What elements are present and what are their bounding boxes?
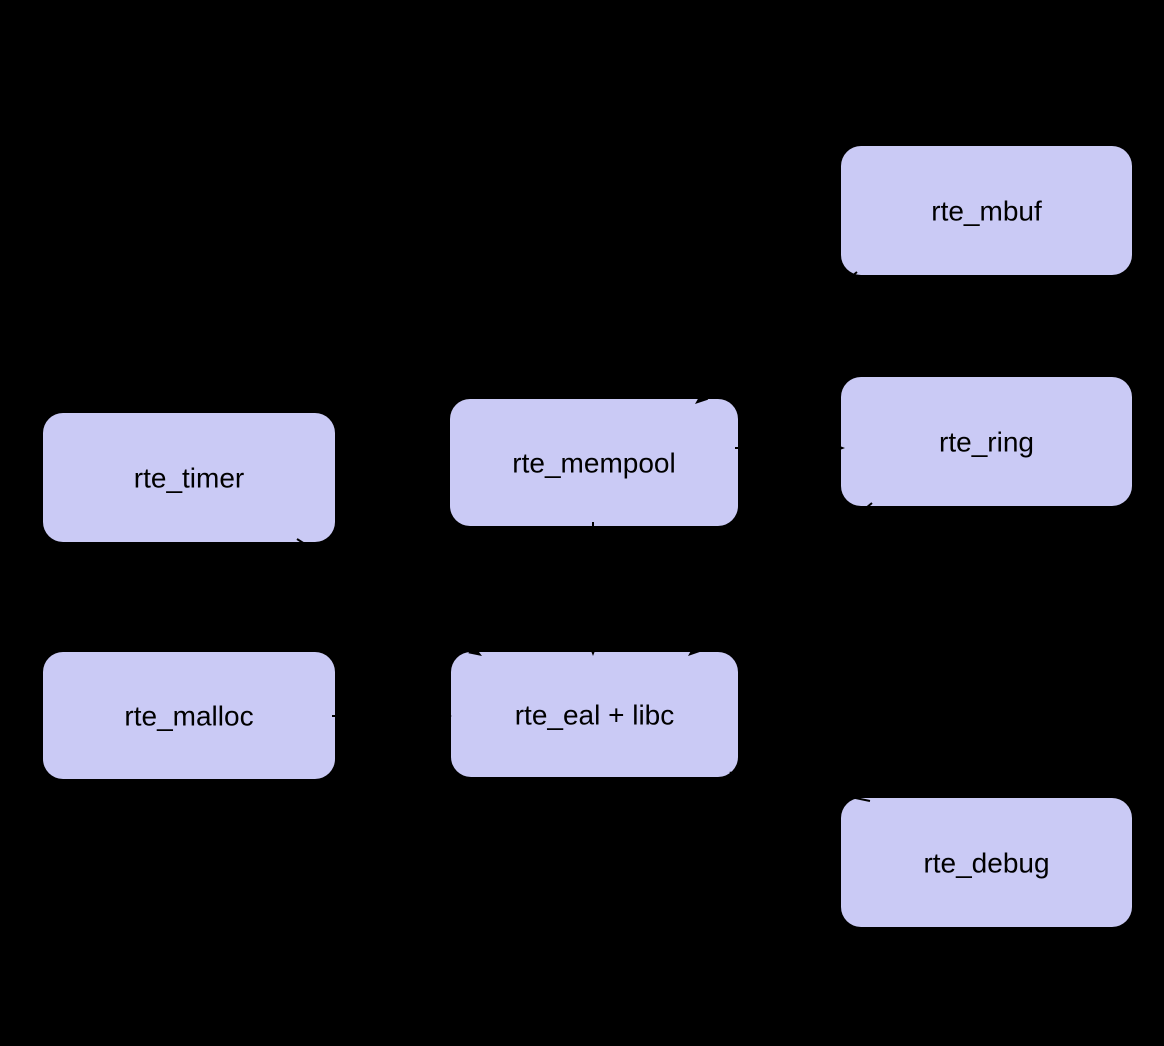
arrowhead-icon [439, 711, 452, 721]
edge-line [741, 773, 871, 802]
node-label: rte_eal + libc [515, 699, 675, 730]
node-box [841, 146, 1132, 275]
node-label: rte_mbuf [931, 195, 1042, 226]
node-box [43, 413, 335, 542]
arrowhead-icon [468, 644, 482, 656]
edge-rte_mempool-to-rte_eal [588, 522, 598, 656]
node-box [841, 377, 1132, 506]
edge-rte_debug-to-rte_eal [729, 769, 871, 802]
node-rte_mbuf: rte_mbuf [841, 146, 1132, 275]
edge-line [697, 502, 873, 649]
node-box [451, 652, 738, 777]
node-label: rte_malloc [124, 700, 253, 731]
node-label: rte_timer [134, 462, 244, 493]
arrowhead-icon [832, 443, 845, 453]
edge-rte_mempool-to-rte_ring [735, 443, 845, 453]
edge-line [296, 538, 472, 650]
node-rte_eal: rte_eal + libc [451, 652, 738, 777]
node-rte_malloc: rte_malloc [43, 652, 335, 779]
node-rte_debug: rte_debug [841, 798, 1132, 927]
arrowhead-icon [688, 643, 702, 656]
edge-rte_ring-to-rte_eal [688, 502, 873, 656]
node-rte_mempool: rte_mempool [450, 399, 738, 526]
node-rte_timer: rte_timer [43, 413, 335, 542]
edge-rte_mbuf-to-rte_mempool [695, 271, 858, 404]
node-box [841, 798, 1132, 927]
edge-rte_timer-to-rte_eal [296, 538, 482, 656]
node-box [43, 652, 335, 779]
arrowhead-icon [729, 769, 743, 780]
arrowhead-icon [695, 391, 709, 404]
node-rte_ring: rte_ring [841, 377, 1132, 506]
arrowhead-icon [588, 643, 598, 656]
node-label: rte_debug [923, 847, 1049, 878]
edge-line [704, 271, 858, 397]
node-label: rte_mempool [512, 447, 675, 478]
node-box [450, 399, 738, 526]
node-label: rte_ring [939, 426, 1034, 457]
edge-rte_malloc-to-rte_eal [332, 711, 452, 721]
